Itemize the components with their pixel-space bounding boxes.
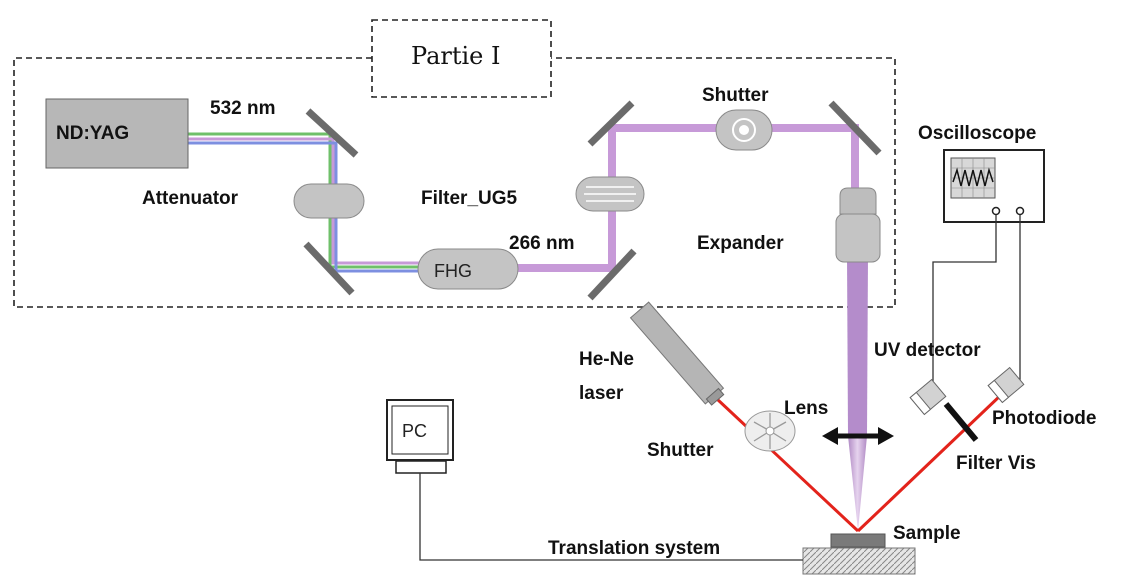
section-title: Partie I bbox=[411, 42, 501, 70]
lens-label: Lens bbox=[784, 398, 829, 419]
nd-yag-laser bbox=[45, 98, 189, 169]
expanded-beam bbox=[847, 255, 868, 436]
beam-hene bbox=[715, 392, 1004, 533]
laser-label: ND:YAG bbox=[56, 123, 130, 144]
he-ne-laser bbox=[629, 301, 725, 406]
photodiode bbox=[987, 366, 1025, 404]
beam-expander bbox=[835, 187, 881, 263]
shutter-bottom bbox=[744, 410, 796, 452]
filter-vis-label: Filter Vis bbox=[956, 453, 1036, 474]
partie-frame bbox=[13, 19, 896, 308]
shutter-bottom-label: Shutter bbox=[647, 440, 714, 461]
fhg-label: FHG bbox=[434, 261, 472, 281]
filter-ug5-label: Filter_UG5 bbox=[421, 188, 518, 209]
photodiode-label: Photodiode bbox=[992, 408, 1097, 429]
attenuator-label: Attenuator bbox=[142, 188, 239, 209]
attenuator bbox=[293, 183, 365, 219]
shutter-top bbox=[715, 109, 773, 151]
filter-vis bbox=[943, 402, 979, 442]
pc-cable bbox=[419, 473, 803, 561]
pc bbox=[386, 399, 454, 474]
cables bbox=[932, 215, 1021, 383]
he-ne-label-line1: He-Ne bbox=[579, 349, 634, 370]
translation-stage bbox=[802, 547, 916, 575]
mirror-2 bbox=[303, 241, 355, 296]
translation-system-label: Translation system bbox=[548, 538, 721, 559]
expander-label: Expander bbox=[697, 233, 784, 254]
sample-label: Sample bbox=[893, 523, 961, 544]
fhg-crystal bbox=[417, 248, 519, 290]
mirror-1 bbox=[305, 108, 359, 158]
pc-label: PC bbox=[402, 421, 428, 441]
shutter-top-label: Shutter bbox=[702, 85, 769, 106]
mirror-5 bbox=[828, 100, 882, 156]
oscilloscope bbox=[943, 149, 1045, 223]
mirror-4 bbox=[587, 248, 637, 301]
focused-cone bbox=[848, 436, 867, 531]
lens bbox=[822, 427, 894, 445]
wavelength-266-label: 266 nm bbox=[509, 233, 575, 254]
he-ne-label-line2: laser bbox=[579, 383, 624, 404]
oscilloscope-label: Oscilloscope bbox=[918, 123, 1037, 144]
beam-uv bbox=[510, 124, 859, 272]
sample bbox=[830, 533, 886, 548]
mirror-3 bbox=[587, 100, 635, 147]
uv-detector-label: UV detector bbox=[874, 340, 981, 361]
wavelength-532-label: 532 nm bbox=[210, 98, 276, 119]
uv-detector bbox=[909, 378, 947, 416]
mirrors bbox=[303, 100, 882, 301]
filter-ug5 bbox=[575, 176, 645, 212]
